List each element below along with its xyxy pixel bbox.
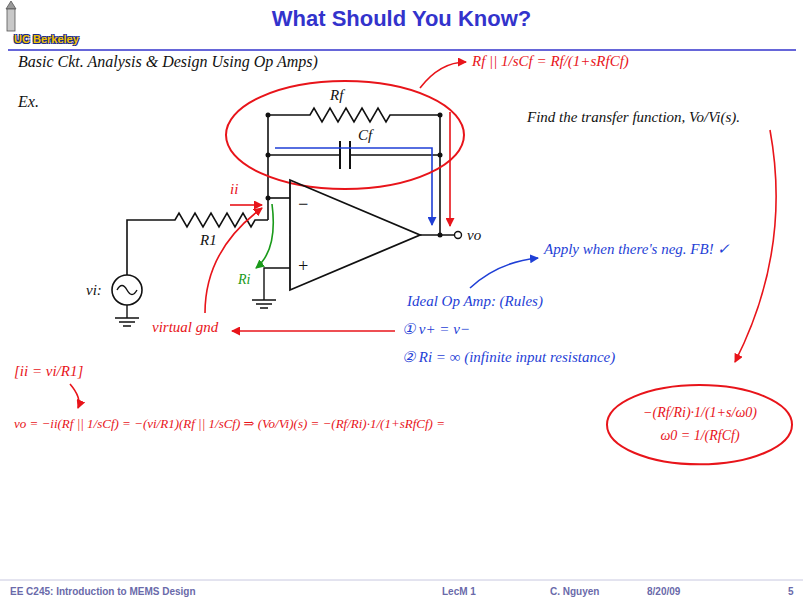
source-symbol — [117, 286, 137, 295]
wire — [268, 197, 290, 199]
logo-text: UC Berkeley — [12, 33, 81, 46]
ring-outline — [607, 385, 792, 464]
rules-heading: Ideal Op Amp: (Rules) — [405, 292, 545, 310]
leader-arrow — [420, 62, 466, 88]
resistor-symbol — [127, 213, 268, 275]
node-dot — [438, 233, 443, 238]
node-dot — [266, 113, 271, 118]
wire — [268, 154, 440, 156]
condition-note: Apply when there's neg. FB! ✓ — [542, 240, 736, 258]
op-amp-triangle: −+ — [290, 180, 420, 290]
campanile-icon — [7, 9, 15, 31]
date-footer: 8/20/09 — [645, 586, 682, 598]
node-dot — [438, 113, 443, 118]
source-label: vi: — [84, 281, 104, 299]
parallel-impedance-note: Rf || 1/sCf = Rf/(1+sRfCf) — [470, 52, 631, 70]
resistor-label: R1 — [198, 231, 219, 249]
transfer-function-result: −(Rf/Ri)·1/(1+s/ω0) — [641, 405, 759, 422]
slide-title: What Should You Know? — [270, 6, 533, 32]
task-note: Find the transfer function, Vo/Vi(s). — [525, 108, 742, 126]
virtual-ground-label: virtual gnd — [150, 318, 220, 336]
op-amp-outline — [290, 180, 420, 290]
leader-arrow — [232, 330, 395, 332]
wire — [267, 115, 269, 220]
corner-frequency: ω0 = 1/(RfCf) — [658, 428, 741, 445]
result-ring: −(Rf/Ri)·1/(1+s/ω0) ω0 = 1/(RfCf) — [606, 384, 793, 465]
page-number: 5 — [786, 586, 796, 598]
output-terminal — [455, 232, 462, 239]
node-dot — [266, 153, 271, 158]
ring-outline — [226, 81, 464, 189]
current-equation: [ii = vi/R1] — [12, 362, 85, 380]
resistor-symbol — [268, 108, 440, 122]
noninverting-input-sign: + — [295, 256, 311, 278]
node-dot — [438, 153, 443, 158]
leader-arrow — [735, 130, 776, 362]
input-resistance-label: Ri — [236, 272, 252, 289]
capacitor-symbol — [340, 141, 350, 169]
author-footer: C. Nguyen — [548, 586, 601, 598]
campanile-icon — [6, 1, 16, 9]
header-rule — [8, 49, 796, 51]
topic-note: Basic Ckt. Analysis & Design Using Op Am… — [16, 52, 320, 71]
leader-arrow — [70, 384, 79, 408]
ground-symbol — [252, 268, 290, 308]
node-dot — [266, 196, 271, 201]
current-path — [449, 112, 451, 226]
current-path — [275, 148, 432, 225]
current-arrow — [230, 204, 262, 206]
footer-rule — [0, 580, 803, 581]
resistor-label: Rf — [328, 86, 345, 104]
source-symbol — [112, 275, 142, 305]
feedback-network-ring: RfCf — [225, 80, 465, 190]
ground-symbol — [115, 305, 139, 326]
lecture-footer: LecM 1 — [440, 586, 478, 598]
example-label: Ex. — [16, 92, 41, 111]
current-label: ii — [228, 180, 240, 198]
rule-item: ② Ri = ∞ (infinite input resistance) — [400, 348, 617, 366]
derivation-equation: vo = −ii(Rf || 1/sCf) = −(vi/R1)(Rf || 1… — [12, 416, 586, 432]
output-label: vo — [465, 226, 483, 244]
wire — [439, 115, 441, 235]
result-ring-outline — [606, 384, 793, 465]
input-resistance-arrow — [256, 204, 273, 268]
course-footer: EE C245: Introduction to MEMS Design — [8, 586, 198, 598]
inverting-input-sign: − — [295, 194, 311, 216]
rule-item: ① v+ = v− — [400, 320, 472, 338]
leader-arrow — [470, 258, 538, 288]
leader-arrow — [205, 208, 262, 313]
capacitor-label: Cf — [356, 126, 374, 144]
wire — [420, 234, 454, 236]
